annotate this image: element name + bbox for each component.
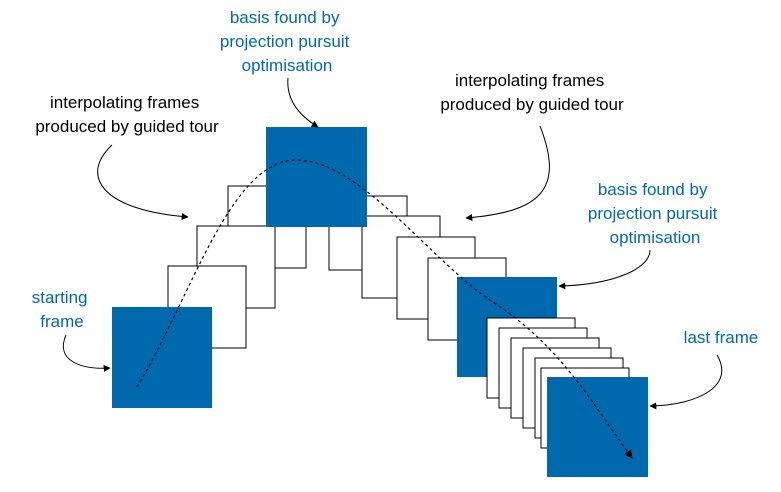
- interp-right-label: interpolating frames produced by guided …: [440, 71, 624, 114]
- basis-top-label: basis found by projection pursuit optimi…: [220, 8, 354, 75]
- last-frame: [547, 377, 648, 477]
- tour-path: [136, 159, 633, 459]
- starting-frame: [112, 307, 212, 408]
- basis-frame-top: [266, 127, 367, 227]
- basis-top-arrow: [287, 77, 319, 128]
- starting-frame-label: starting frame: [32, 288, 92, 331]
- interp-right-arrow: [465, 125, 550, 221]
- starting-arrow: [62, 334, 111, 372]
- basis-right-arrow: [558, 249, 651, 290]
- last-arrow: [649, 354, 723, 410]
- basis-right-label: basis found by projection pursuit optimi…: [588, 180, 722, 247]
- last-frame-label: last frame: [684, 328, 759, 347]
- interp-left-label: interpolating frames produced by guided …: [35, 93, 219, 136]
- interp-left-arrow: [97, 144, 189, 220]
